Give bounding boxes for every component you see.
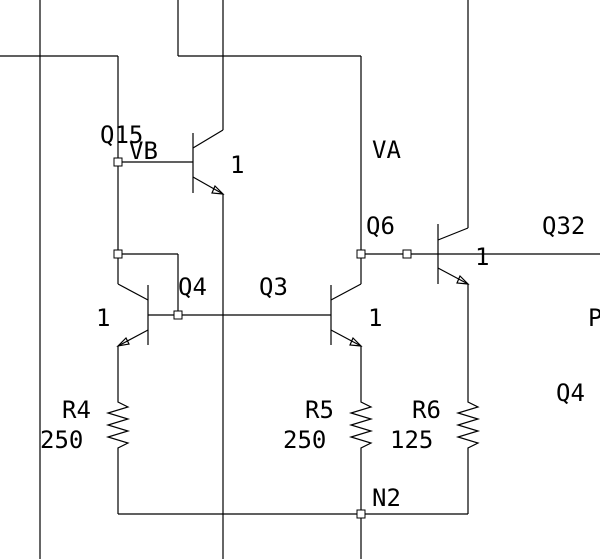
- transistor-q4: [116, 253, 331, 398]
- label-r4: R4: [62, 396, 91, 424]
- label-q3: Q3: [259, 273, 288, 301]
- label-q15-multiplier: 1: [230, 151, 244, 179]
- label-r4-value: 250: [40, 426, 83, 454]
- junction-q15-base: [113, 157, 123, 167]
- label-q4-right: Q4: [556, 379, 585, 407]
- label-q6: Q6: [366, 212, 395, 240]
- label-r5-value: 250: [283, 426, 326, 454]
- label-q6-multiplier: 1: [475, 243, 489, 271]
- label-vb: VB: [129, 137, 158, 165]
- label-q15: Q15: [100, 121, 143, 149]
- transistor-q3: [330, 254, 363, 398]
- label-n2: N2: [372, 484, 401, 512]
- label-q3-multiplier: 1: [368, 304, 382, 332]
- resistor-r4: [105, 398, 131, 514]
- label-r6-value: 125: [390, 426, 433, 454]
- resistor-r5: [348, 398, 374, 559]
- label-r5: R5: [305, 396, 334, 424]
- junction-q6-left: [356, 249, 366, 259]
- label-q32: Q32: [542, 212, 585, 240]
- label-q4-multiplier: 1: [96, 304, 110, 332]
- label-q4: Q4: [178, 273, 207, 301]
- transistor-q6: [361, 224, 600, 398]
- junction-q4-base: [173, 310, 183, 320]
- label-r6: R6: [412, 396, 441, 424]
- junction-n2: [356, 509, 366, 519]
- junction-q4-collector: [113, 249, 123, 259]
- transistor-q15: [0, 0, 225, 559]
- resistor-r6: [455, 398, 481, 514]
- junction-q6-base: [402, 249, 412, 259]
- label-va: VA: [372, 136, 401, 164]
- label-p-partial: P: [588, 304, 600, 332]
- wire-va: [177, 0, 362, 254]
